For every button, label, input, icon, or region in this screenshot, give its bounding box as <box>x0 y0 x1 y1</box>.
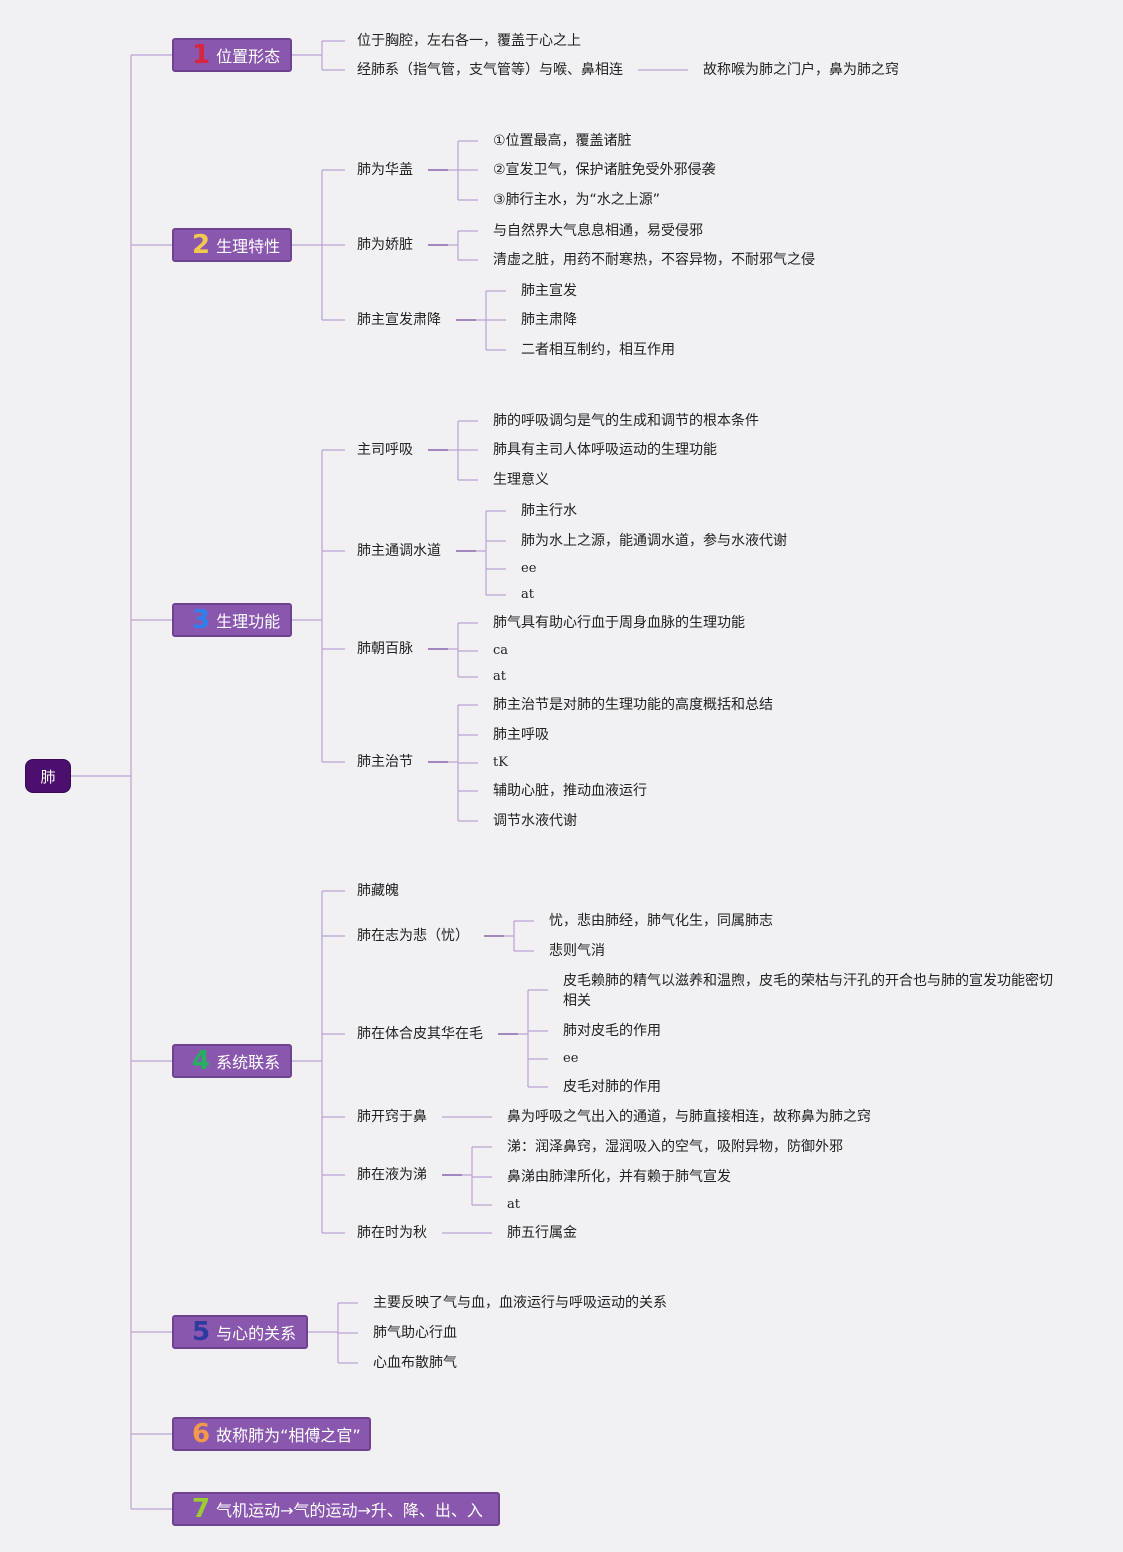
branch-1[interactable]: 1 位置形态 <box>172 38 292 72</box>
node[interactable]: 肺主宣发 <box>521 283 577 299</box>
node[interactable]: ③肺行主水，为“水之上源” <box>493 192 661 208</box>
node[interactable]: 肺主呼吸 <box>493 727 549 743</box>
node[interactable]: 辅助心脏，推动血液运行 <box>493 783 647 799</box>
node[interactable]: 肺主宣发肃降 <box>357 312 441 328</box>
node[interactable]: 忧，悲由肺经，肺气化生，同属肺志 <box>549 913 773 929</box>
root-node[interactable]: 肺 <box>25 759 71 793</box>
node[interactable]: ee <box>563 1051 579 1066</box>
node[interactable]: at <box>521 587 534 602</box>
node[interactable]: 肺为娇脏 <box>357 237 413 253</box>
node[interactable]: 悲则气消 <box>549 943 605 959</box>
node[interactable]: 肺主肃降 <box>521 312 577 328</box>
node[interactable]: 皮毛赖肺的精气以滋养和温煦，皮毛的荣枯与汗孔的开合也与肺的宣发功能密切相关 <box>563 973 1053 1009</box>
branch-label: 故称肺为“相傅之官” <box>216 1426 361 1445</box>
node[interactable]: 故称喉为肺之门户，鼻为肺之窍 <box>703 62 899 78</box>
node[interactable]: 肺主行水 <box>521 503 577 519</box>
node[interactable]: 与自然界大气息息相通，易受侵邪 <box>493 223 703 239</box>
node[interactable]: ①位置最高，覆盖诸脏 <box>493 133 632 149</box>
branch-3[interactable]: 3 生理功能 <box>172 603 292 637</box>
node[interactable]: 肺朝百脉 <box>357 641 413 657</box>
node[interactable]: 清虚之脏，用药不耐寒热，不容异物，不耐邪气之侵 <box>493 252 815 268</box>
node[interactable]: 肺具有主司人体呼吸运动的生理功能 <box>493 442 717 458</box>
node[interactable]: 肺的呼吸调匀是气的生成和调节的根本条件 <box>493 413 759 429</box>
branch-number: 3 <box>192 605 211 635</box>
branch-number: 2 <box>192 230 211 260</box>
node[interactable]: 肺气具有助心行血于周身血脉的生理功能 <box>493 615 745 631</box>
node[interactable]: 肺主治节是对肺的生理功能的高度概括和总结 <box>493 697 773 713</box>
branch-5[interactable]: 5 与心的关系 <box>172 1315 308 1349</box>
node[interactable]: 肺主治节 <box>357 754 413 770</box>
node[interactable]: 肺在志为悲（忧） <box>357 928 469 944</box>
node[interactable]: 鼻为呼吸之气出入的通道，与肺直接相连，故称鼻为肺之窍 <box>507 1109 871 1125</box>
branch-label: 生理功能 <box>216 612 281 631</box>
node[interactable]: 肺五行属金 <box>507 1225 577 1241</box>
node[interactable]: 涕：润泽鼻窍，湿润吸入的空气，吸附异物，防御外邪 <box>507 1139 843 1155</box>
node[interactable]: 肺主通调水道 <box>357 543 441 559</box>
node[interactable]: 肺为华盖 <box>357 162 413 178</box>
node[interactable]: 鼻涕由肺津所化，并有赖于肺气宣发 <box>507 1169 731 1185</box>
branch-label: 位置形态 <box>216 47 281 66</box>
branch-label: 与心的关系 <box>216 1324 297 1343</box>
branch-label: 生理特性 <box>216 237 281 256</box>
node[interactable]: 肺气助心行血 <box>373 1325 457 1341</box>
branch-number: 1 <box>192 40 211 70</box>
branch-number: 6 <box>192 1419 211 1449</box>
branch-number: 5 <box>192 1317 211 1347</box>
branch-label: 气机运动→气的运动→升、降、出、入 <box>216 1501 483 1520</box>
branch-label: 系统联系 <box>216 1053 281 1072</box>
node[interactable]: 经肺系（指气管，支气管等）与喉、鼻相连 <box>357 62 623 78</box>
node[interactable]: 肺开窍于鼻 <box>357 1109 427 1125</box>
node[interactable]: 主要反映了气与血，血液运行与呼吸运动的关系 <box>373 1295 667 1311</box>
node[interactable]: ee <box>521 561 537 576</box>
node[interactable]: ca <box>493 643 509 658</box>
branch-7[interactable]: 7 气机运动→气的运动→升、降、出、入 <box>172 1492 500 1526</box>
node[interactable]: 皮毛对肺的作用 <box>563 1079 661 1095</box>
node[interactable]: 心血布散肺气 <box>373 1355 457 1371</box>
branch-number: 7 <box>192 1494 211 1524</box>
node[interactable]: 生理意义 <box>493 472 549 488</box>
node[interactable]: tK <box>493 755 508 770</box>
branch-2[interactable]: 2 生理特性 <box>172 228 292 262</box>
node[interactable]: 肺在体合皮其华在毛 <box>357 1026 483 1042</box>
node[interactable]: 位于胸腔，左右各一，覆盖于心之上 <box>357 33 581 49</box>
node[interactable]: ②宣发卫气，保护诸脏免受外邪侵袭 <box>493 162 716 178</box>
node[interactable]: 肺在时为秋 <box>357 1225 427 1241</box>
node[interactable]: 肺为水上之源，能通调水道，参与水液代谢 <box>521 533 787 549</box>
node[interactable]: at <box>507 1197 520 1212</box>
node[interactable]: 主司呼吸 <box>357 442 413 458</box>
branch-6[interactable]: 6 故称肺为“相傅之官” <box>172 1417 371 1451</box>
branch-number: 4 <box>192 1046 211 1076</box>
branch-4[interactable]: 4 系统联系 <box>172 1044 292 1078</box>
node[interactable]: at <box>493 669 506 684</box>
node[interactable]: 二者相互制约，相互作用 <box>521 342 675 358</box>
node[interactable]: 肺对皮毛的作用 <box>563 1023 661 1039</box>
node[interactable]: 肺藏魄 <box>357 883 399 899</box>
node[interactable]: 调节水液代谢 <box>493 813 577 829</box>
node[interactable]: 肺在液为涕 <box>357 1167 427 1183</box>
